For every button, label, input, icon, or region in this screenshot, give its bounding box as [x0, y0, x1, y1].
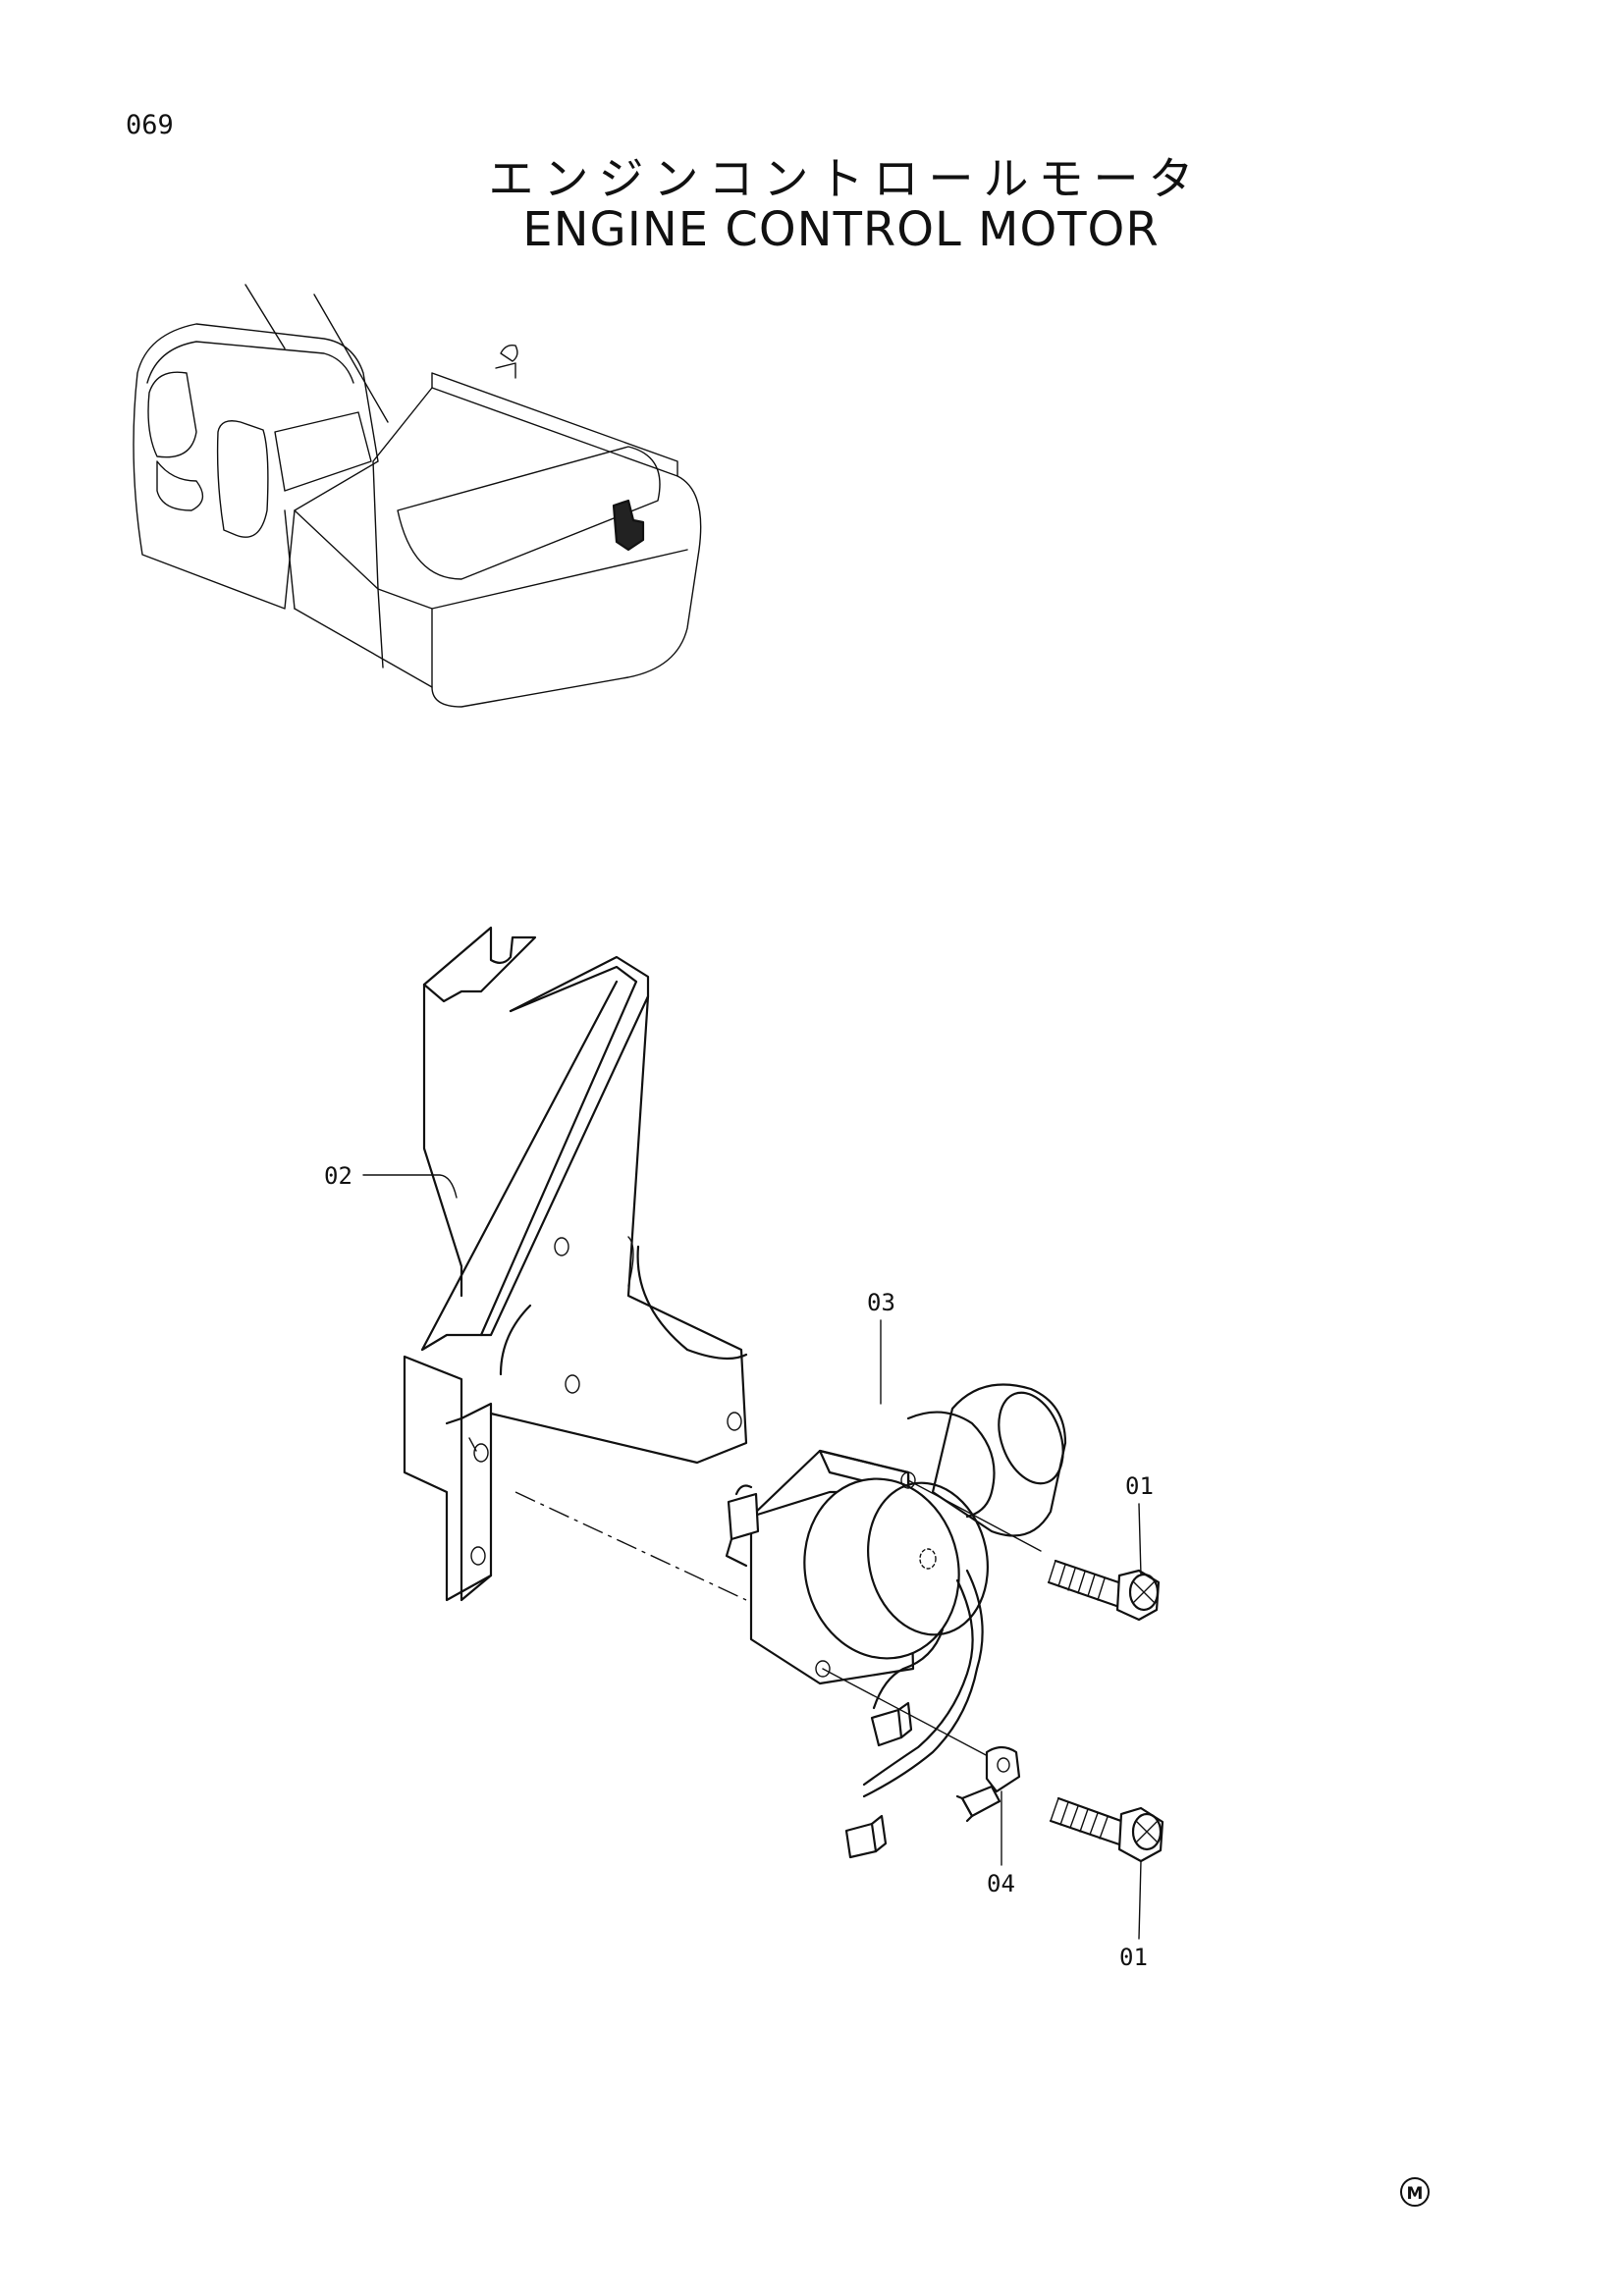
title-japanese: エンジンコントロールモータ — [488, 152, 1204, 205]
excavator-cab — [133, 323, 379, 610]
title-english: ENGINE CONTROL MOTOR — [522, 202, 1160, 257]
motor-part-03 — [725, 1383, 1067, 1859]
callout-01-lower: 01 — [1119, 1944, 1148, 1971]
callout-03: 03 — [867, 1289, 895, 1316]
bracket-part-02 — [403, 926, 748, 1602]
leader-02 — [362, 1174, 458, 1199]
callout-02: 02 — [324, 1162, 352, 1190]
clip-part-04 — [955, 1745, 1021, 1823]
callout-04: 04 — [987, 1870, 1015, 1897]
cab-window-right — [216, 420, 269, 538]
cab-window-left — [147, 371, 197, 458]
manufacturer-mark: M — [1400, 2177, 1430, 2207]
callout-01-upper: 01 — [1125, 1472, 1154, 1500]
excavator-hood — [372, 387, 702, 708]
engine-control-motor-location-marker — [612, 499, 645, 552]
leader-01-lower — [1138, 1860, 1142, 1940]
bolt-axis-lower — [822, 1668, 991, 1758]
bolt-upper-part-01 — [1047, 1559, 1161, 1622]
excavator-boom — [244, 284, 389, 423]
bolt-lower-part-01 — [1049, 1796, 1164, 1863]
assembly-centerline — [514, 1491, 747, 1601]
page-number: 069 — [126, 110, 174, 140]
excavator-overview — [133, 284, 702, 708]
leader-01-upper — [1138, 1503, 1142, 1576]
bolt-axis-upper — [907, 1479, 1042, 1552]
